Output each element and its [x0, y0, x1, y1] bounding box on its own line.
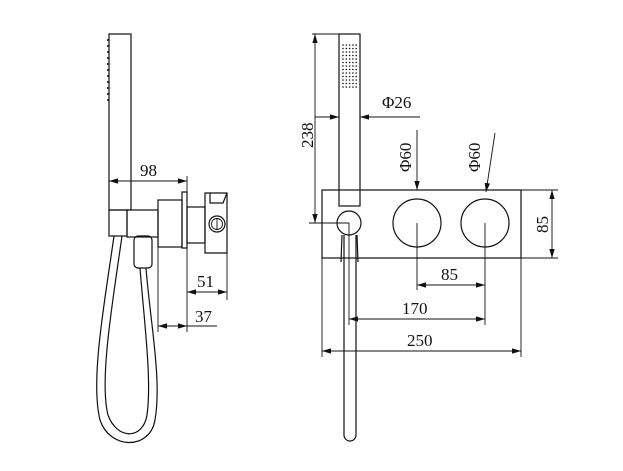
hose-connector	[133, 235, 153, 269]
spray-nozzle	[355, 58, 358, 60]
spray-nozzle	[355, 65, 358, 67]
side-view: 98 51 37	[96, 33, 228, 443]
dim-label-238: 238	[298, 123, 317, 149]
spray-nozzle	[352, 61, 354, 64]
spray-nozzle	[342, 65, 344, 67]
spray-nozzle	[345, 47, 348, 50]
valve-cartridge	[208, 215, 226, 233]
spray-nozzle	[355, 86, 358, 88]
spray-nozzle	[352, 82, 354, 85]
spray-nozzle	[355, 47, 358, 50]
spray-nozzle	[352, 54, 354, 57]
spray-nozzle	[355, 82, 358, 85]
spray-nozzle	[355, 51, 358, 53]
spray-nozzle	[345, 86, 348, 88]
spray-nozzle	[352, 68, 354, 71]
spray-nozzle	[345, 58, 348, 60]
dim-label-170: 170	[402, 299, 428, 318]
spray-nozzle	[342, 68, 344, 71]
spray-nozzle	[345, 44, 348, 46]
spray-nozzle	[348, 72, 351, 74]
spray-nozzle	[352, 65, 354, 67]
spray-nozzle	[342, 75, 344, 78]
dim-label-60-left: Φ60	[396, 143, 415, 172]
spray-nozzle	[342, 72, 344, 74]
dim-label-37: 37	[195, 307, 213, 326]
spray-nozzle	[355, 79, 358, 81]
spray-nozzle	[348, 58, 351, 60]
spray-nozzles	[107, 39, 109, 101]
spray-nozzle	[352, 72, 354, 74]
spray-nozzle	[345, 79, 348, 81]
shower-hose	[96, 235, 158, 443]
spray-nozzle	[352, 51, 354, 53]
front-view: 238 Φ26 Φ60 Φ60 85 85 170 250	[298, 33, 558, 442]
spray-nozzle	[345, 54, 348, 57]
spray-nozzle	[355, 54, 358, 57]
spray-nozzle	[355, 61, 358, 64]
spray-nozzle	[355, 72, 358, 74]
spray-nozzle	[345, 61, 348, 64]
dim-label-85-height: 85	[533, 216, 552, 233]
wall-plate-edge	[181, 191, 188, 249]
spray-nozzle	[345, 72, 348, 74]
spray-nozzle	[348, 65, 351, 67]
spray-nozzle	[348, 54, 351, 57]
dim-label-98: 98	[140, 161, 157, 180]
spray-nozzle	[352, 86, 354, 88]
spray-nozzle	[355, 44, 358, 46]
dim-label-60-right: Φ60	[465, 143, 484, 172]
wall-plate	[321, 189, 522, 259]
hand-shower-handle-front	[338, 33, 361, 207]
spray-nozzle	[342, 86, 344, 88]
flange	[157, 199, 183, 248]
spray-nozzle	[355, 75, 358, 78]
spray-nozzle	[342, 58, 344, 60]
spray-nozzle	[355, 68, 358, 71]
spray-nozzle	[348, 47, 351, 50]
holder-arms	[340, 234, 359, 263]
spray-nozzle	[342, 54, 344, 57]
spray-nozzle	[345, 82, 348, 85]
spray-nozzle	[348, 51, 351, 53]
holder-connector	[126, 209, 159, 238]
spray-nozzle	[352, 58, 354, 60]
spray-nozzle	[352, 75, 354, 78]
handle-holder	[108, 209, 128, 237]
spray-nozzle	[348, 44, 351, 46]
spray-nozzle	[342, 51, 344, 53]
spray-nozzle	[342, 79, 344, 81]
leader-knob-right	[484, 132, 496, 193]
spray-nozzle	[345, 68, 348, 71]
spray-nozzle	[352, 47, 354, 50]
spray-nozzle	[342, 44, 344, 46]
spray-nozzle	[342, 82, 344, 85]
dim-label-26: Φ26	[382, 93, 411, 112]
dim-label-250: 250	[407, 331, 433, 350]
dim-label-51: 51	[197, 272, 214, 291]
spray-nozzle	[345, 75, 348, 78]
spray-nozzle	[342, 61, 344, 64]
spray-nozzle	[352, 44, 354, 46]
spray-nozzle	[348, 68, 351, 71]
shower-hose-front	[343, 235, 357, 442]
spray-nozzle	[348, 75, 351, 78]
spray-nozzle	[348, 61, 351, 64]
valve-box	[204, 192, 228, 254]
dim-label-85-spacing: 85	[441, 265, 458, 284]
spray-nozzle	[352, 79, 354, 81]
spray-nozzle	[345, 51, 348, 53]
hand-shower-handle	[108, 33, 132, 211]
spray-nozzle	[342, 47, 344, 50]
valve-body	[186, 206, 206, 244]
spray-nozzle	[348, 86, 351, 88]
spray-face	[342, 44, 358, 88]
spray-nozzle	[348, 82, 351, 85]
spray-nozzle	[348, 79, 351, 81]
spray-nozzle	[345, 65, 348, 67]
